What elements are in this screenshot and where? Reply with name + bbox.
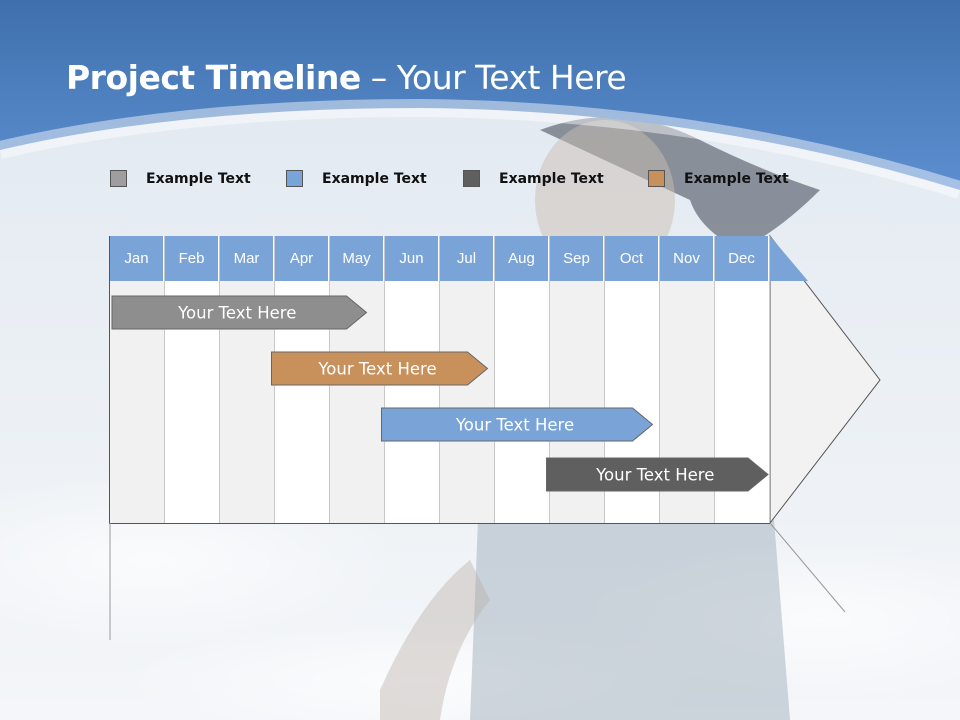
header-band (0, 0, 960, 199)
title-bold: Project Timeline (66, 58, 361, 97)
task-bar (111, 295, 368, 330)
task-bar (381, 407, 654, 442)
month-label: Jun (385, 236, 439, 281)
task-bar (546, 457, 769, 492)
month-label: May (330, 236, 384, 281)
task-bar-label: Your Text Here (595, 466, 714, 485)
legend-label: Example Text (146, 170, 251, 187)
legend-item: Example Text (286, 170, 427, 187)
legend-label: Example Text (499, 170, 604, 187)
legend-swatch (110, 170, 127, 187)
month-label: Nov (660, 236, 714, 281)
month-column: Jan (110, 236, 165, 523)
legend-label: Example Text (322, 170, 427, 187)
legend-swatch (463, 170, 480, 187)
legend-item: Example Text (110, 170, 251, 187)
legend-swatch (648, 170, 665, 187)
legend: Example Text Example Text Example Text Exam… (0, 170, 960, 194)
task-bar-label: Your Text Here (317, 360, 436, 379)
legend-item: Example Text (648, 170, 789, 187)
month-label: Dec (715, 236, 769, 281)
month-label: Feb (165, 236, 219, 281)
month-column: Feb (165, 236, 220, 523)
month-label: Jan (110, 236, 164, 281)
month-label: Jul (440, 236, 494, 281)
month-column: Aug (495, 236, 550, 523)
month-label: Oct (605, 236, 659, 281)
month-label: Sep (550, 236, 604, 281)
page-title: Project Timeline – Your Text Here (66, 58, 627, 97)
task-bar-label: Your Text Here (455, 416, 574, 435)
legend-swatch (286, 170, 303, 187)
legend-item: Example Text (463, 170, 604, 187)
task-bar-label: Your Text Here (177, 304, 296, 323)
title-rest: – Your Text Here (360, 58, 627, 97)
month-label: Apr (275, 236, 329, 281)
month-column: Mar (220, 236, 275, 523)
month-label: Mar (220, 236, 274, 281)
task-bar (271, 351, 489, 386)
legend-label: Example Text (684, 170, 789, 187)
month-label: Aug (495, 236, 549, 281)
